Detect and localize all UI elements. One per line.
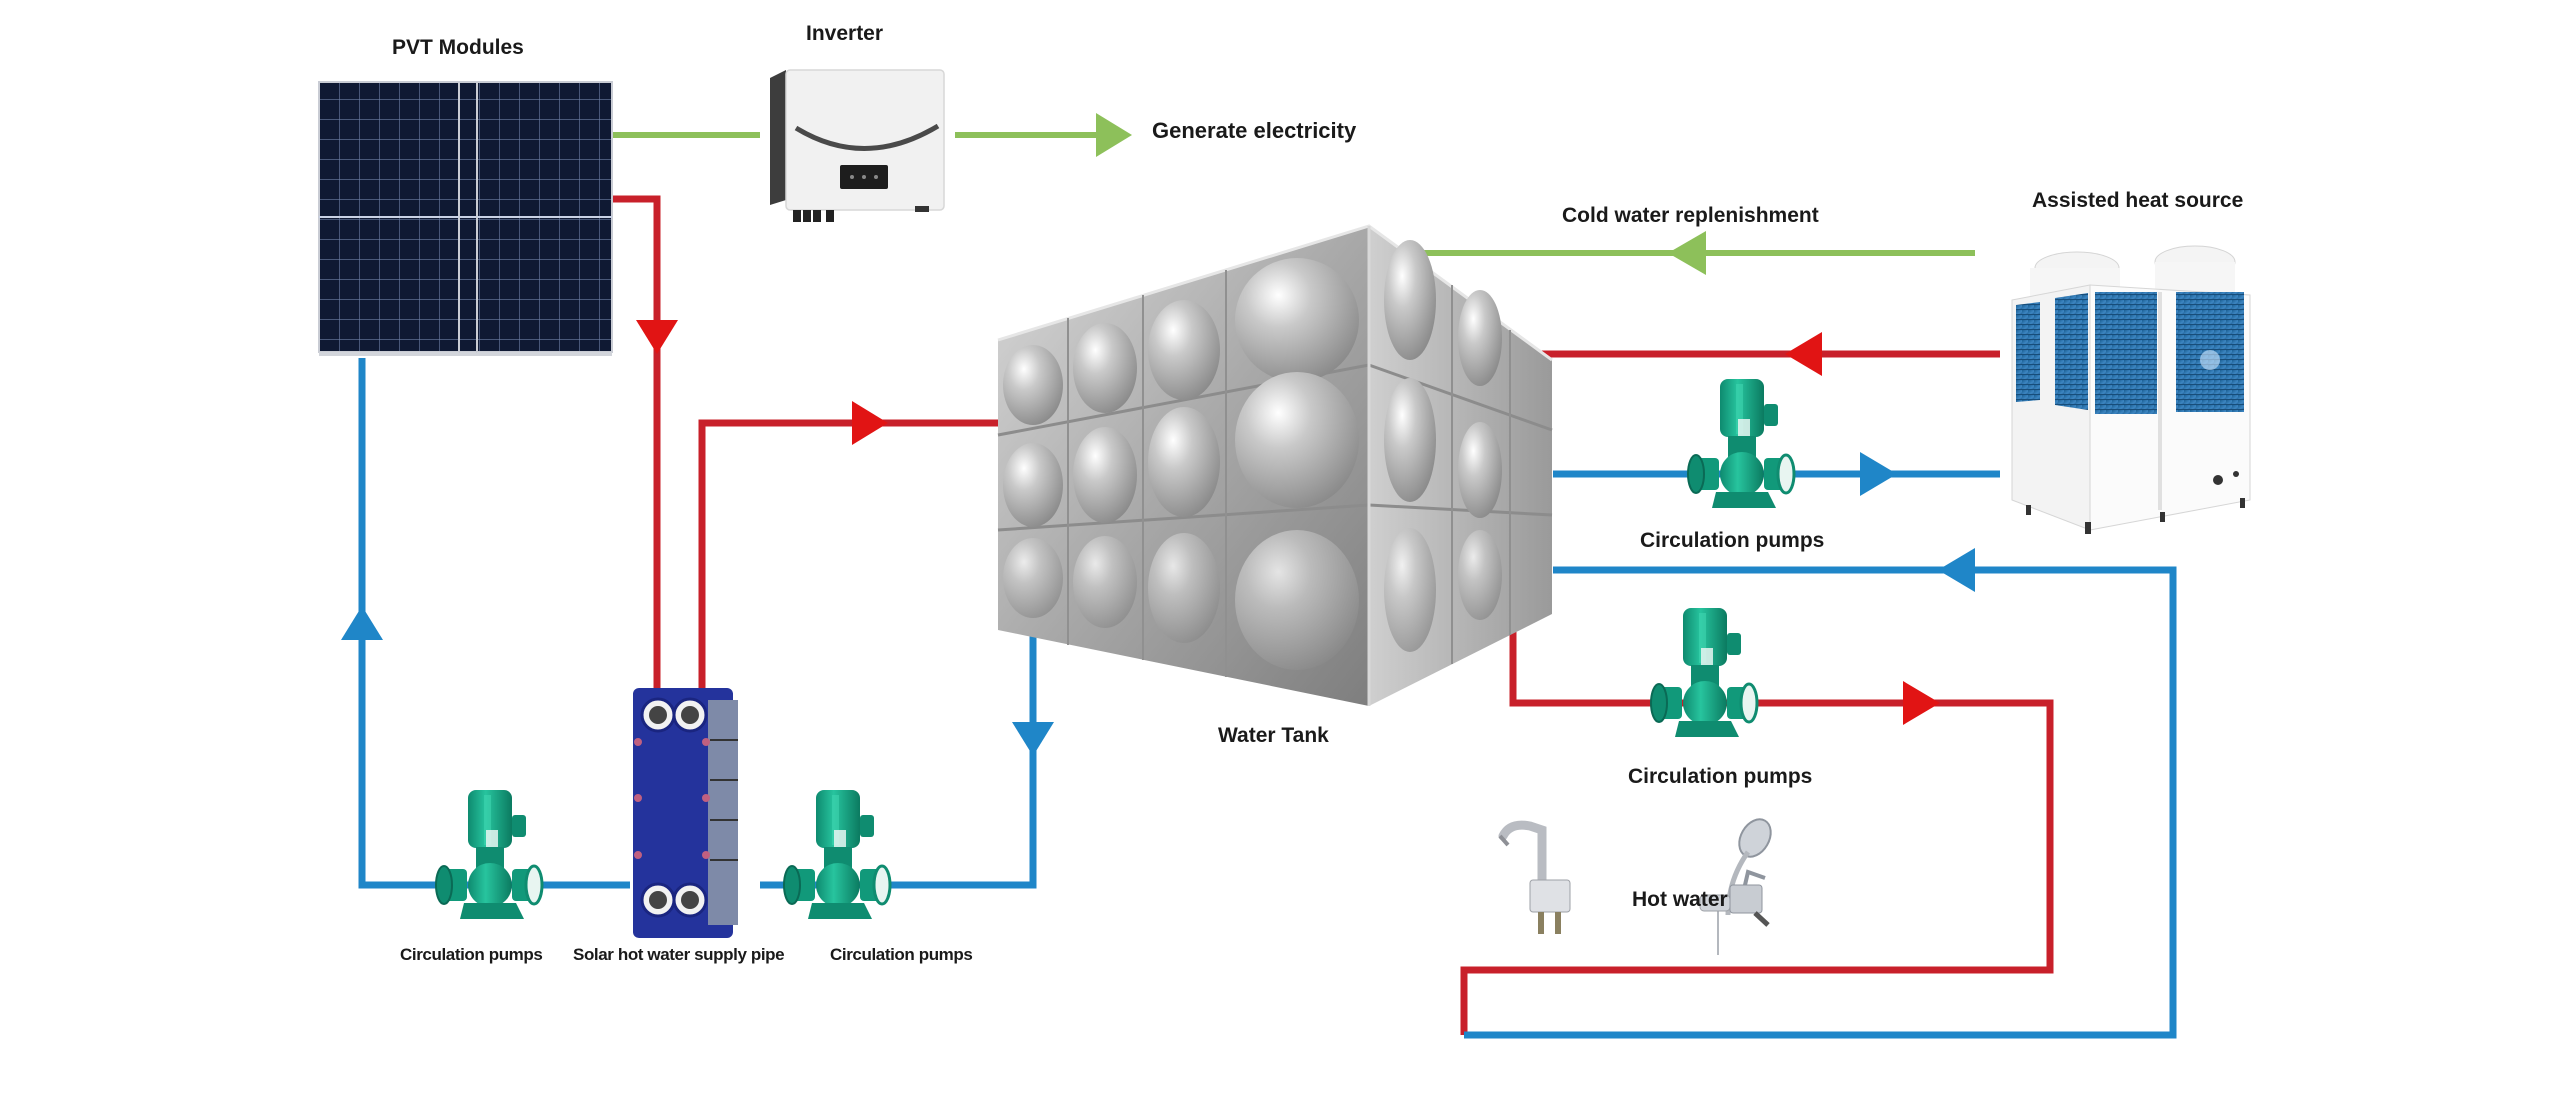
- hot-water-label: Hot water: [1632, 888, 1728, 911]
- inverter-label: Inverter: [806, 22, 884, 45]
- hot-pipe-pvt-to-exchanger: [612, 195, 661, 690]
- hot-pipe-exchanger-to-tank: [698, 419, 1000, 690]
- cold-pipe-tank-to-exchanger: [760, 625, 1037, 889]
- cold-water-replenishment-label: Cold water replenishment: [1562, 204, 1819, 227]
- arrow-left-icon: [1668, 231, 1706, 275]
- arrow-right-icon: [1096, 113, 1132, 157]
- solar-panel-icon: [476, 81, 613, 356]
- arrow-up-icon: [341, 606, 383, 640]
- circulation-pumps-label-lower-right: Circulation pumps: [1628, 765, 1813, 788]
- solar-hot-water-supply-pipe-label: Solar hot water supply pipe: [573, 945, 785, 964]
- water-tank-icon: [997, 224, 1553, 706]
- faucet-icon: [1498, 820, 1571, 934]
- shower-icon: [1699, 818, 1772, 955]
- circulation-pump-icon: [782, 788, 892, 921]
- circulation-pumps-label-bottom-center: Circulation pumps: [830, 945, 973, 964]
- hot-pipe-tank-to-taps: [1460, 615, 2054, 1035]
- arrow-down-icon: [1012, 722, 1054, 756]
- arrow-left-icon: [1785, 332, 1822, 376]
- cold-pipe-return-to-tank: [1464, 566, 2177, 1039]
- inverter-icon: [770, 69, 945, 222]
- arrow-left-icon: [1938, 548, 1975, 592]
- pvt-modules-label: PVT Modules: [392, 36, 524, 59]
- heat-pump-icon: [2011, 245, 2251, 534]
- water-tank-label: Water Tank: [1218, 724, 1329, 747]
- circulation-pump-icon: [434, 788, 544, 921]
- circulation-pump-icon: [1649, 606, 1759, 739]
- arrow-right-icon: [1903, 681, 1940, 725]
- plate-heat-exchanger-icon: [633, 688, 738, 938]
- arrow-right-icon: [1860, 452, 1897, 496]
- pipes: [341, 113, 2177, 1039]
- generate-electricity-label: Generate electricity: [1152, 118, 1357, 143]
- circulation-pumps-label-bottom-left: Circulation pumps: [400, 945, 543, 964]
- circulation-pumps-label-upper-right: Circulation pumps: [1640, 529, 1825, 552]
- assisted-heat-source-label: Assisted heat source: [2032, 189, 2244, 212]
- arrow-right-icon: [852, 401, 888, 445]
- solar-panel-icon: [318, 81, 460, 356]
- pvt-modules: [318, 81, 613, 356]
- circulation-pump-icon: [1686, 377, 1796, 510]
- arrow-down-icon: [636, 320, 678, 354]
